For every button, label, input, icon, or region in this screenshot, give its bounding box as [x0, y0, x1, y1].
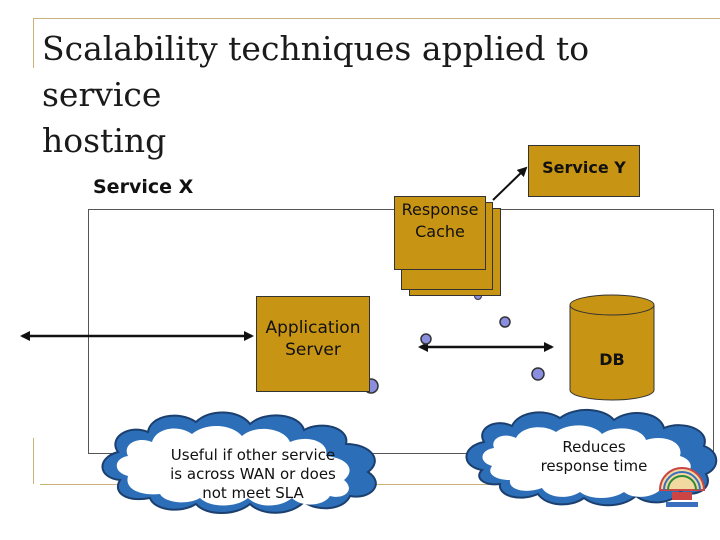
connector-node — [420, 333, 432, 345]
application-server-box: Application Server — [256, 296, 370, 392]
footer-rule-vertical — [33, 438, 34, 484]
callout-wan-line1: Useful if other service — [170, 446, 336, 464]
db-cylinder-icon — [569, 294, 655, 401]
callout-cloud-right-inner — [482, 425, 691, 498]
callout-response-text: Reduces response time — [504, 438, 684, 476]
connector-node — [531, 367, 545, 381]
callout-wan-line2: is across WAN or does — [170, 465, 336, 483]
service-y-label: Service Y — [542, 158, 626, 177]
callout-wan-text: Useful if other service is across WAN or… — [148, 446, 358, 503]
callout-response-line2: response time — [540, 457, 648, 475]
institution-logo — [658, 467, 706, 507]
callout-wan-line3: not meet SLA — [202, 484, 304, 502]
app-server-label-line2: Server — [285, 340, 341, 360]
callout-response-line1: Reduces — [562, 438, 626, 456]
callout-cloud-left-inner — [116, 425, 350, 506]
title-rule-horizontal — [33, 18, 720, 19]
connector-node — [499, 316, 511, 328]
cache-service-y-arrow — [492, 166, 528, 201]
slide-title-line2: hosting — [42, 121, 167, 160]
service-x-label: Service X — [93, 176, 194, 198]
response-cache-label-line2: Cache — [415, 222, 465, 241]
slide-title-line1: Scalability techniques applied to servic… — [42, 29, 590, 114]
service-y-box: Service Y — [528, 145, 640, 197]
response-cache-box: Response Cache — [394, 196, 486, 270]
title-rule-vertical — [33, 18, 34, 68]
response-cache-label-line1: Response — [401, 200, 479, 219]
app-server-label-line1: Application — [265, 318, 361, 338]
slide-title: Scalability techniques applied to servic… — [42, 26, 682, 164]
db-label: DB — [599, 350, 625, 369]
